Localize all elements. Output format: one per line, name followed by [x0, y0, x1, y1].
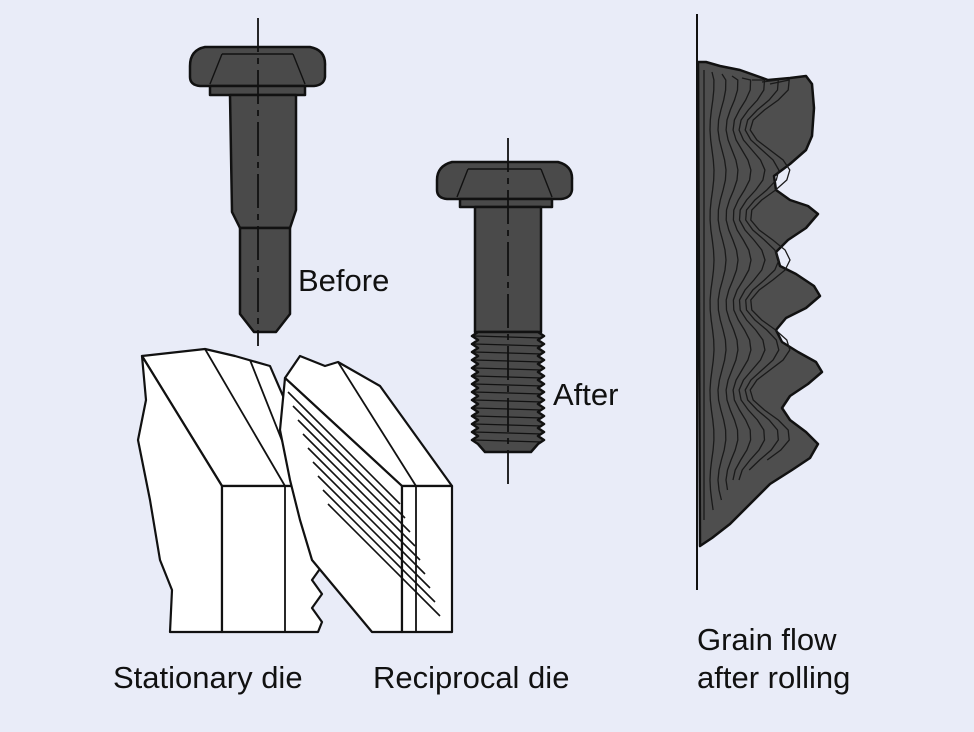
grain-flow-label-line-1: Grain flow [697, 622, 837, 657]
thread-crest [473, 383, 543, 387]
grain-line [738, 79, 766, 481]
thread-crest [473, 431, 543, 435]
reciprocal-die [278, 354, 454, 634]
thread-crest [473, 391, 543, 395]
reciprocal-die-label: Reciprocal die [373, 660, 570, 695]
die-thread-groove [327, 503, 441, 617]
thread-crest [473, 343, 543, 347]
die-thread-groove [307, 447, 421, 561]
grain-flow-section [696, 14, 824, 590]
grain-line [749, 79, 791, 461]
blank-bolt [188, 18, 327, 346]
grain-flow-label-line-2: after rolling [697, 660, 851, 695]
grain-line [725, 75, 739, 491]
rolled-bolt-head [435, 160, 574, 201]
die-thread-groove [312, 461, 426, 575]
grain-line [732, 77, 752, 481]
stationary-die [136, 347, 324, 634]
blank-bolt-shank [228, 93, 298, 230]
grain-flow-label: Grain flow after rolling [697, 621, 850, 697]
blank-bolt-head [188, 45, 327, 88]
grain-line [709, 71, 715, 511]
stationary-die-label: Stationary die [113, 660, 303, 695]
die-thread-groove [287, 391, 401, 505]
grain-line [717, 73, 727, 501]
grain-flow-lines [703, 70, 791, 520]
rolled-bolt [435, 138, 574, 486]
die-thread-groove [302, 433, 416, 547]
reciprocal-die-front-face [400, 484, 454, 634]
reciprocal-die-thread-lines [287, 391, 441, 617]
before-label: Before [298, 263, 390, 298]
blank-bolt-pin [238, 226, 292, 334]
after-label: After [553, 377, 619, 412]
die-thread-groove [297, 419, 411, 533]
grain-line [744, 79, 780, 471]
rolled-bolt-washer [458, 197, 554, 209]
grain-flow-profile [696, 60, 824, 548]
die-thread-groove [317, 475, 431, 589]
die-thread-groove [292, 405, 406, 519]
blank-bolt-head-facets [209, 53, 306, 85]
